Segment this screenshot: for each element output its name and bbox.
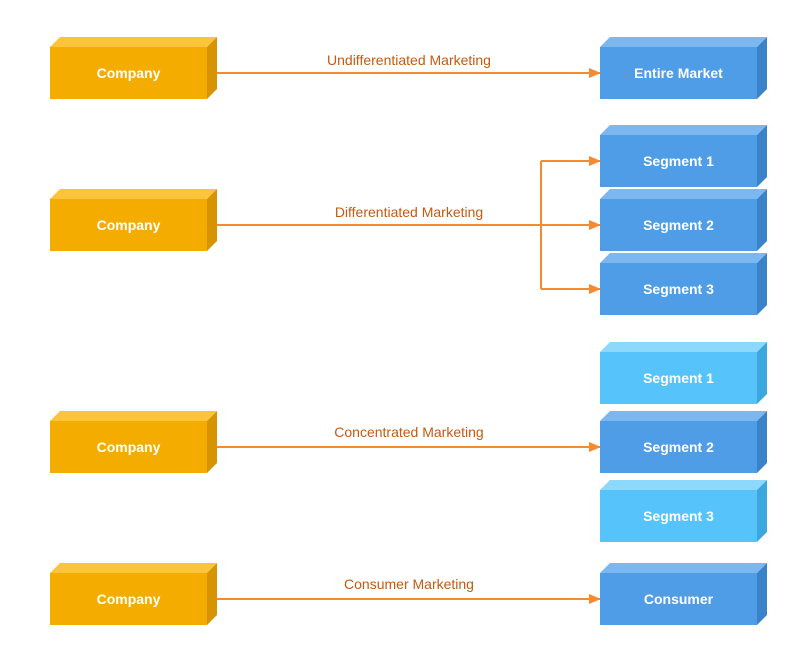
edges-layer (207, 68, 601, 604)
strategy-label: Concentrated Marketing (334, 424, 483, 440)
box-label: Company (97, 439, 161, 455)
target-box: Segment 3 (600, 253, 767, 315)
box-top-face (600, 253, 767, 263)
box-label: Segment 1 (643, 153, 714, 169)
box-top-face (50, 189, 217, 199)
box-top-face (600, 411, 767, 421)
company-box: Company (50, 37, 217, 99)
target-box: Segment 2 (600, 189, 767, 251)
segment-box-unselected: Segment 1 (600, 342, 767, 404)
box-top-face (600, 189, 767, 199)
box-top-face (50, 411, 217, 421)
box-front-face (600, 490, 757, 542)
target-box: Segment 1 (600, 125, 767, 187)
box-front-face (50, 199, 207, 251)
box-label: Segment 2 (643, 439, 714, 455)
box-top-face (600, 37, 767, 47)
box-side-face (207, 37, 217, 99)
box-label: Consumer (644, 591, 714, 607)
box-front-face (50, 573, 207, 625)
target-box: Consumer (600, 563, 767, 625)
segment-box-unselected: Segment 3 (600, 480, 767, 542)
box-top-face (600, 342, 767, 352)
box-top-face (50, 37, 217, 47)
box-side-face (757, 411, 767, 473)
box-label: Segment 1 (643, 370, 714, 386)
box-label: Entire Market (634, 65, 723, 81)
box-label: Company (97, 217, 161, 233)
box-side-face (207, 189, 217, 251)
box-front-face (600, 199, 757, 251)
company-box: Company (50, 189, 217, 251)
box-front-face (600, 573, 757, 625)
box-front-face (600, 47, 757, 99)
box-top-face (600, 480, 767, 490)
box-front-face (600, 421, 757, 473)
box-front-face (600, 263, 757, 315)
box-side-face (757, 189, 767, 251)
box-side-face (757, 253, 767, 315)
strategy-label: Consumer Marketing (344, 576, 474, 592)
target-box: Segment 2 (600, 411, 767, 473)
strategy-label: Differentiated Marketing (335, 204, 483, 220)
box-front-face (600, 352, 757, 404)
strategy-label: Undifferentiated Marketing (327, 52, 491, 68)
box-label: Company (97, 65, 161, 81)
box-side-face (207, 563, 217, 625)
box-side-face (757, 37, 767, 99)
box-label: Segment 2 (643, 217, 714, 233)
company-box: Company (50, 411, 217, 473)
box-side-face (757, 342, 767, 404)
box-label: Company (97, 591, 161, 607)
box-side-face (757, 125, 767, 187)
box-top-face (50, 563, 217, 573)
box-side-face (757, 563, 767, 625)
box-front-face (600, 135, 757, 187)
box-side-face (757, 480, 767, 542)
target-box: Entire Market (600, 37, 767, 99)
box-label: Segment 3 (643, 281, 714, 297)
box-side-face (207, 411, 217, 473)
company-box: Company (50, 563, 217, 625)
labels-layer: Undifferentiated MarketingDifferentiated… (327, 52, 491, 592)
box-top-face (600, 125, 767, 135)
box-front-face (50, 421, 207, 473)
box-label: Segment 3 (643, 508, 714, 524)
box-top-face (600, 563, 767, 573)
box-front-face (50, 47, 207, 99)
